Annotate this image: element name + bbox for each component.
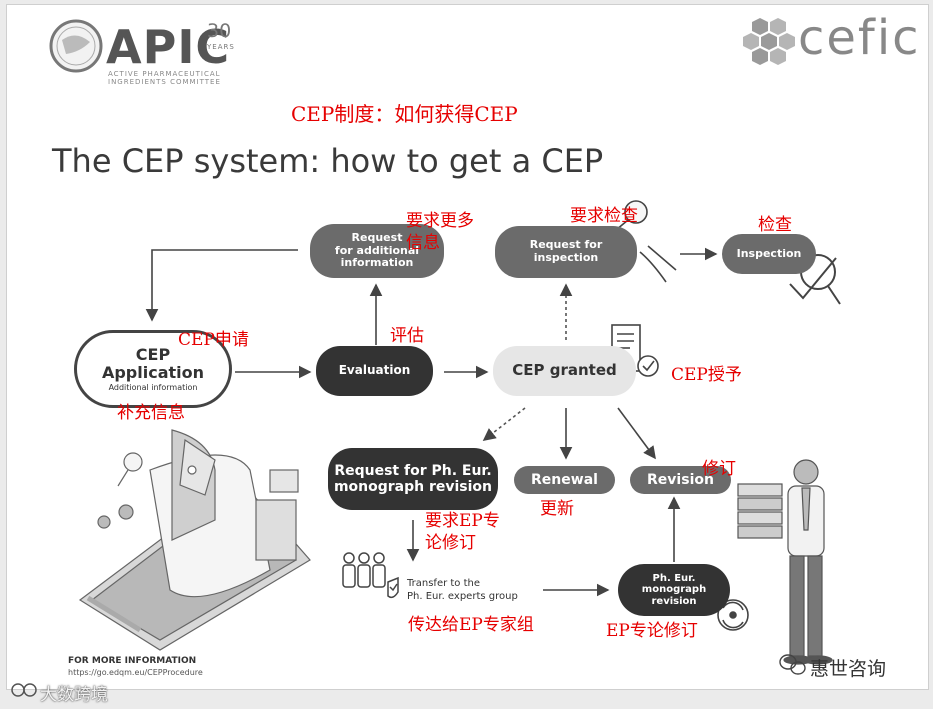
annotation-inspection: 检查 [758,215,792,235]
people-group-icon [342,552,399,599]
annotation-cep-granted: CEP授予 [671,365,742,385]
annotation-transfer: 传达给EP专家组 [408,615,534,635]
node-cep-application-line2: Application [101,363,205,383]
laptop-documents-illustration [78,429,311,651]
apic-anniversary-word: YEARS [207,43,235,51]
annotation-request-ep-revision: 要求EP专 论修订 [425,510,500,554]
node-transfer-line2: Ph. Eur. experts group [407,591,518,602]
node-request-monograph-line2: monograph revision [333,479,493,495]
title-english: The CEP system: how to get a CEP [52,142,604,180]
apic-subtitle-line2: INGREDIENTS COMMITTEE [108,78,221,86]
title-chinese: CEP制度：如何获得CEP [291,102,518,126]
cefic-hexagon-icon [743,18,795,65]
cefic-logo-text: cefic [798,10,921,66]
node-evaluation: Evaluation [316,346,433,396]
node-request-additional-line3: information [340,256,414,270]
apic-anniversary-number: 30 [207,20,232,42]
annotation-request-inspection: 要求检查 [570,206,638,226]
annotation-additional-info: 补充信息 [117,403,185,423]
annotation-request-more-info-line2: 信息 [406,233,440,253]
node-cep-granted: CEP granted [493,346,636,396]
businessman-folders-illustration [737,459,833,665]
node-request-monograph-revision: Request for Ph. Eur. monograph revision [328,448,498,510]
apic-globe-icon [49,19,103,73]
node-monograph-revision-line1: Ph. Eur. [652,572,696,584]
wechat-icon [779,654,806,675]
node-monograph-revision-line2: monograph [641,584,707,596]
apic-subtitle-line1: ACTIVE PHARMACEUTICAL [108,70,221,78]
node-cep-application-line1: CEP [135,345,171,365]
node-request-inspection-line2: inspection [533,251,599,264]
annotation-request-ep-revision-line1: 要求EP专 [425,511,500,531]
annotation-cep-application: CEP申请 [178,330,249,350]
node-request-monograph-line1: Request for Ph. Eur. [334,462,492,479]
node-renewal: Renewal [514,466,615,494]
node-request-additional-line2: for additional [334,243,420,257]
footer-more-info-label: FOR MORE INFORMATION [68,656,197,666]
node-request-inspection-line1: Request for [529,238,603,252]
annotation-renewal: 更新 [540,499,574,519]
node-transfer-experts-group: Transfer to the Ph. Eur. experts group [407,577,518,603]
node-monograph-revision: Ph. Eur. monograph revision [618,564,730,616]
annotation-ep-revision: EP专论修订 [606,621,698,641]
node-inspection: Inspection [722,234,816,274]
node-request-additional-information: Request for additional information [310,224,444,278]
node-transfer-line1: Transfer to the [407,578,481,589]
watermark-left: 大数跨境 [40,685,108,705]
annotation-revision: 修订 [702,459,736,479]
node-cep-application: CEP Application Additional information [74,330,232,408]
annotation-evaluation: 评估 [390,326,424,346]
annotation-request-more-info: 要求更多 信息 [406,210,474,254]
left-watermark-icon [11,683,37,697]
node-request-for-inspection: Request for inspection [495,226,637,278]
annotation-request-more-info-line1: 要求更多 [406,211,474,231]
node-request-additional-line1: Request [351,231,403,245]
node-revision: Revision [630,466,731,494]
watermark-right: 惠世咨询 [810,658,887,680]
apic-logo-text: APIC [106,20,231,74]
annotation-request-ep-revision-line2: 论修订 [425,533,476,553]
node-cep-application-sub: Additional information [108,382,198,392]
node-monograph-revision-line3: revision [651,595,697,607]
footer-url[interactable]: https://go.edqm.eu/CEPProcedure [68,668,203,677]
